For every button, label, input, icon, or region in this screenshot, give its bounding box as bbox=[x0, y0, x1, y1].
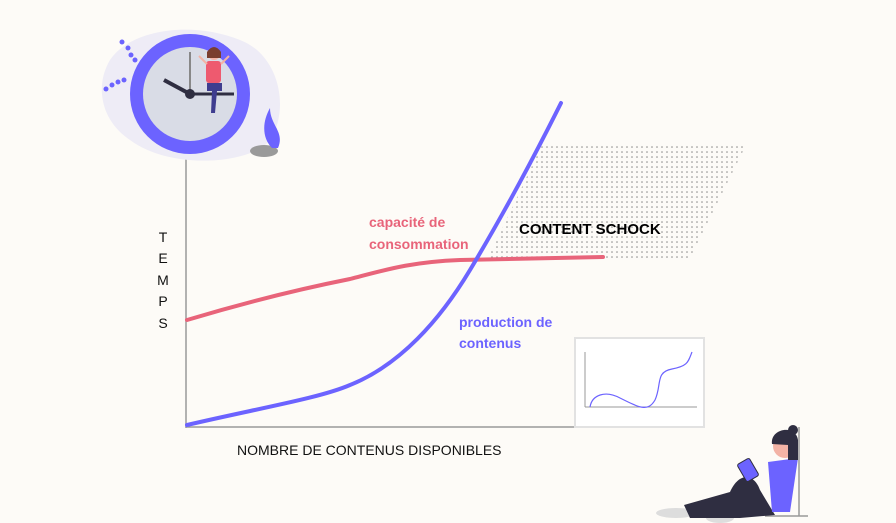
y-axis-letter: S bbox=[158, 315, 167, 331]
y-axis-label: T E M P S bbox=[157, 229, 169, 331]
y-axis-letter: E bbox=[158, 250, 167, 266]
woman-sitting-icon bbox=[198, 47, 230, 113]
woman-reading-illustration bbox=[656, 425, 808, 523]
leaf-icon bbox=[103, 39, 138, 92]
x-axis-label: NOMBRE DE CONTENUS DISPONIBLES bbox=[237, 442, 502, 458]
flame-icon bbox=[250, 108, 280, 157]
series-label-consommation-line1: capacité de bbox=[369, 214, 445, 230]
content-shock-label: CONTENT SCHOCK bbox=[519, 221, 661, 238]
series-label-production-line2: contenus bbox=[459, 335, 521, 351]
clock-illustration bbox=[101, 29, 280, 161]
y-axis-letter: P bbox=[158, 293, 167, 309]
y-axis-letter: T bbox=[159, 229, 168, 245]
series-label-consommation-line2: consommation bbox=[369, 236, 469, 252]
series-label-production-line1: production de bbox=[459, 314, 553, 330]
series-line-production bbox=[185, 101, 563, 427]
y-axis-letter: M bbox=[157, 272, 169, 288]
series-line-consommation bbox=[185, 255, 605, 322]
content-shock-zone bbox=[488, 145, 746, 258]
mini-chart-illustration bbox=[574, 337, 705, 428]
